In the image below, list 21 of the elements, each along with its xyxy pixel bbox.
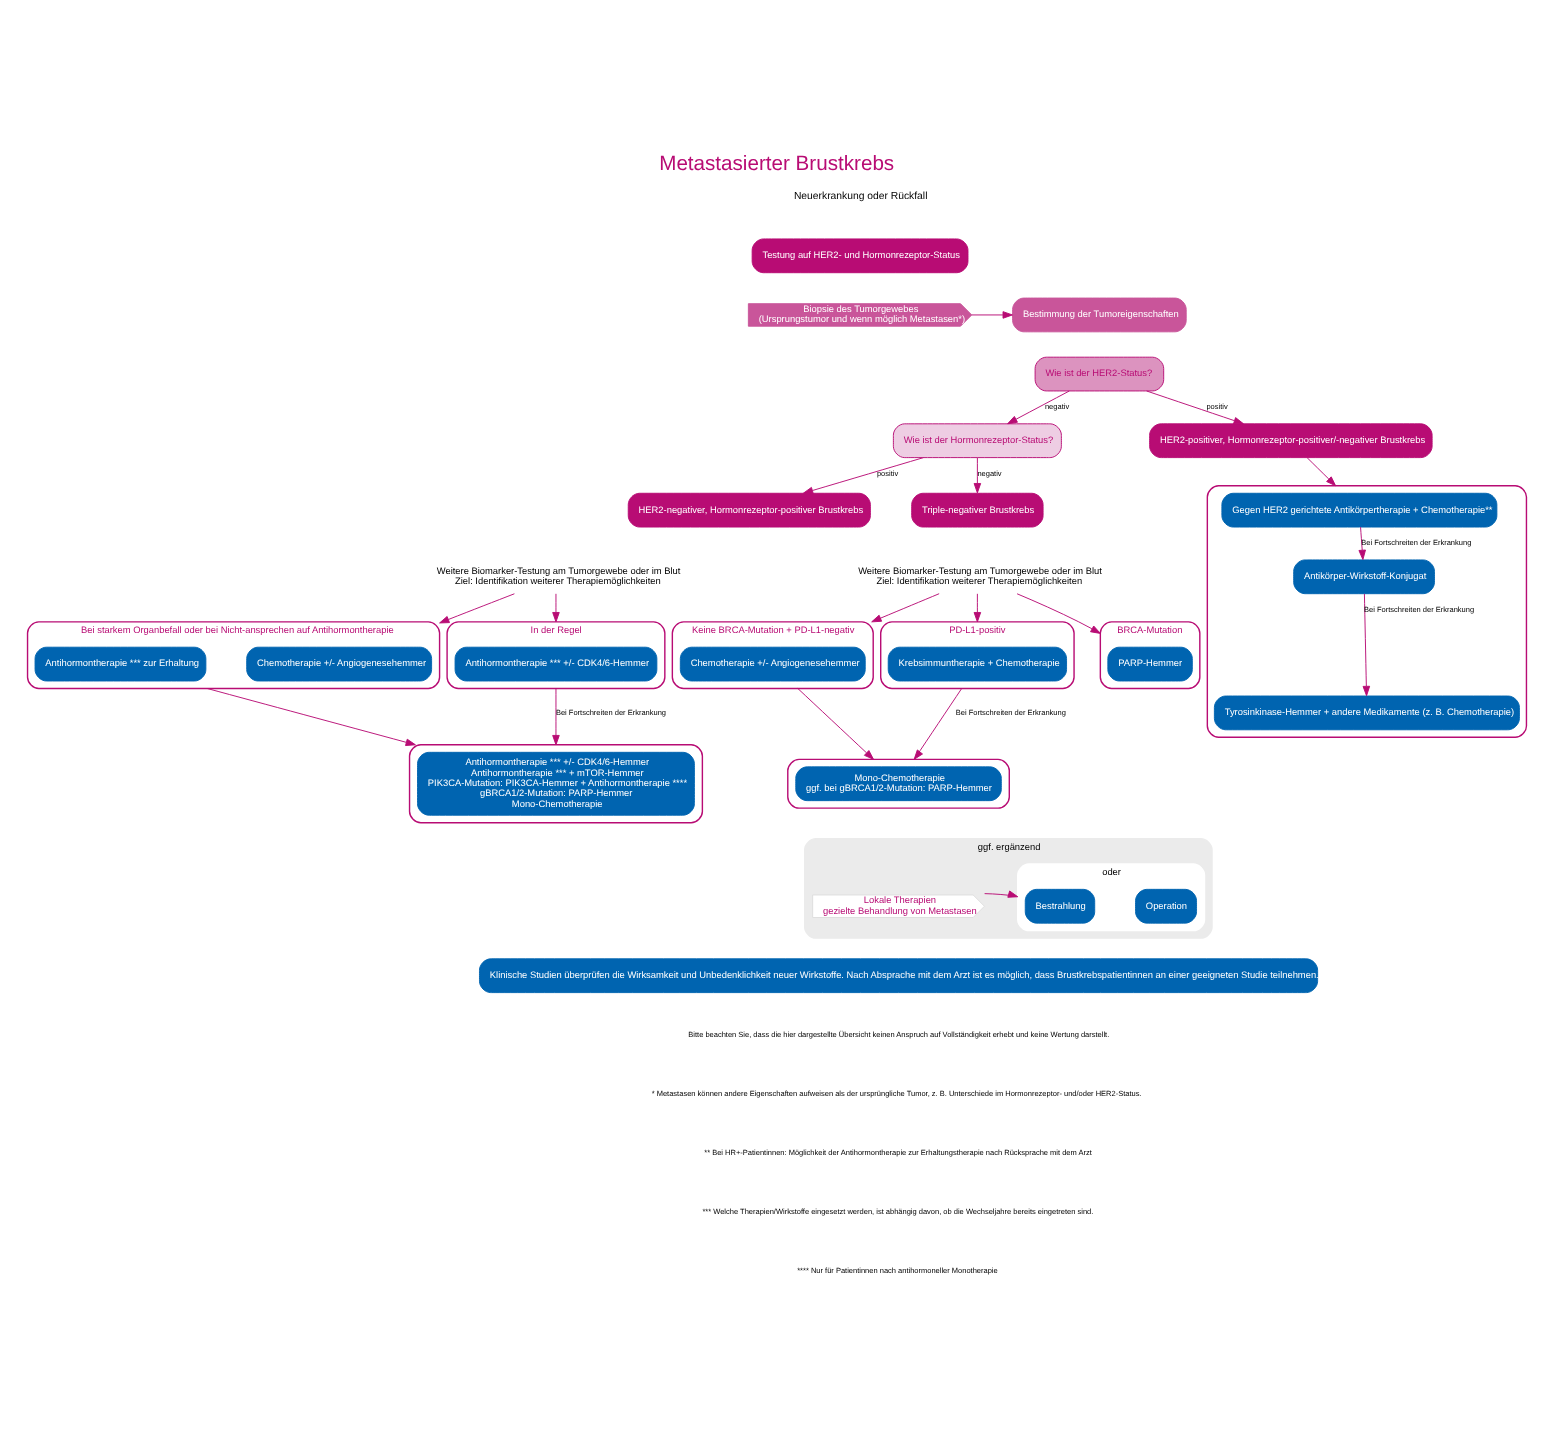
- arrow: [1358, 525, 1366, 560]
- arrow: [1306, 456, 1337, 486]
- arrow: [1007, 389, 1070, 424]
- arrow: [439, 592, 515, 623]
- arrow: [552, 592, 560, 622]
- arrow: [552, 687, 560, 745]
- arrow: [206, 687, 416, 745]
- arrow: [1016, 592, 1101, 633]
- arrow: [973, 592, 982, 622]
- arrow: [984, 889, 1019, 897]
- arrow: [1146, 389, 1244, 424]
- arrow: [971, 310, 1013, 318]
- arrow: [913, 687, 963, 759]
- arrow: [802, 456, 924, 494]
- arrow: [973, 456, 982, 493]
- diagram-title: Metastasierter Brustkrebs: [659, 153, 895, 176]
- arrow: [871, 592, 940, 622]
- cluster: [1206, 484, 1528, 737]
- arrow: [1362, 592, 1371, 696]
- arrow: [797, 687, 874, 759]
- cluster: [787, 757, 1010, 808]
